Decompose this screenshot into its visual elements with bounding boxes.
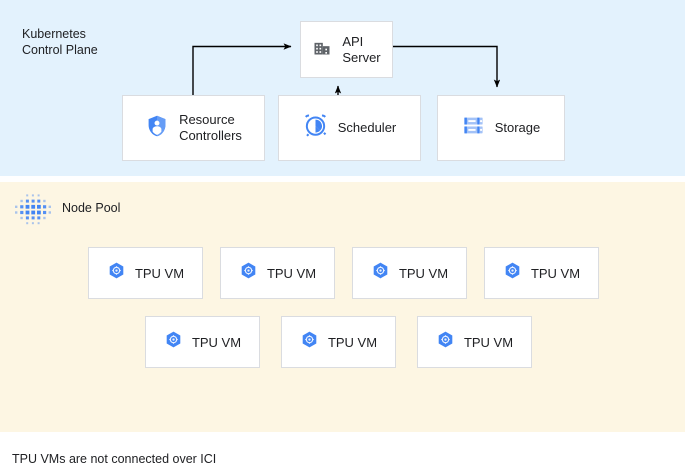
building-icon xyxy=(312,37,332,62)
tpu-vm-card[interactable]: TPU VM xyxy=(352,247,467,299)
dot-matrix-icon xyxy=(12,191,54,233)
resource-controllers-card[interactable]: Resource Controllers xyxy=(122,95,265,161)
tpu-vm-label: TPU VM xyxy=(327,334,378,350)
tpu-vm-label: TPU VM xyxy=(398,265,449,281)
tpu-vm-label: TPU VM xyxy=(266,265,317,281)
tpu-vm-card[interactable]: TPU VM xyxy=(220,247,335,299)
api-server-label: API Server xyxy=(342,33,381,65)
tpu-hexagon-icon xyxy=(107,261,126,285)
server-rack-icon xyxy=(462,114,485,142)
tpu-vm-card[interactable]: TPU VM xyxy=(417,316,532,368)
tpu-vm-card[interactable]: TPU VM xyxy=(88,247,203,299)
tpu-hexagon-icon xyxy=(436,330,455,354)
tpu-vm-card[interactable]: TPU VM xyxy=(145,316,260,368)
storage-label: Storage xyxy=(494,120,541,135)
tpu-hexagon-icon xyxy=(164,330,183,354)
tpu-hexagon-icon xyxy=(371,261,390,285)
tpu-vm-card[interactable]: TPU VM xyxy=(484,247,599,299)
storage-card[interactable]: Storage xyxy=(437,95,565,161)
scheduler-label: Scheduler xyxy=(337,120,397,135)
node-pool-panel xyxy=(0,182,685,432)
node-pool-title: Node Pool xyxy=(62,201,121,215)
tpu-vm-card[interactable]: TPU VM xyxy=(281,316,396,368)
tpu-vm-label: TPU VM xyxy=(134,265,185,281)
tpu-vm-label: TPU VM xyxy=(191,334,242,350)
diagram-caption: TPU VMs are not connected over ICI xyxy=(12,452,217,466)
tpu-hexagon-icon xyxy=(300,330,319,354)
shield-person-icon xyxy=(145,114,169,143)
api-server-card[interactable]: API Server xyxy=(300,21,393,78)
tpu-vm-label: TPU VM xyxy=(530,265,581,281)
tpu-hexagon-icon xyxy=(503,261,522,285)
alarm-clock-icon xyxy=(303,113,328,143)
scheduler-card[interactable]: Scheduler xyxy=(278,95,421,161)
tpu-hexagon-icon xyxy=(239,261,258,285)
resource-controllers-label: Resource Controllers xyxy=(179,112,242,143)
control-plane-title: Kubernetes Control Plane xyxy=(22,27,98,57)
tpu-vm-label: TPU VM xyxy=(463,334,514,350)
